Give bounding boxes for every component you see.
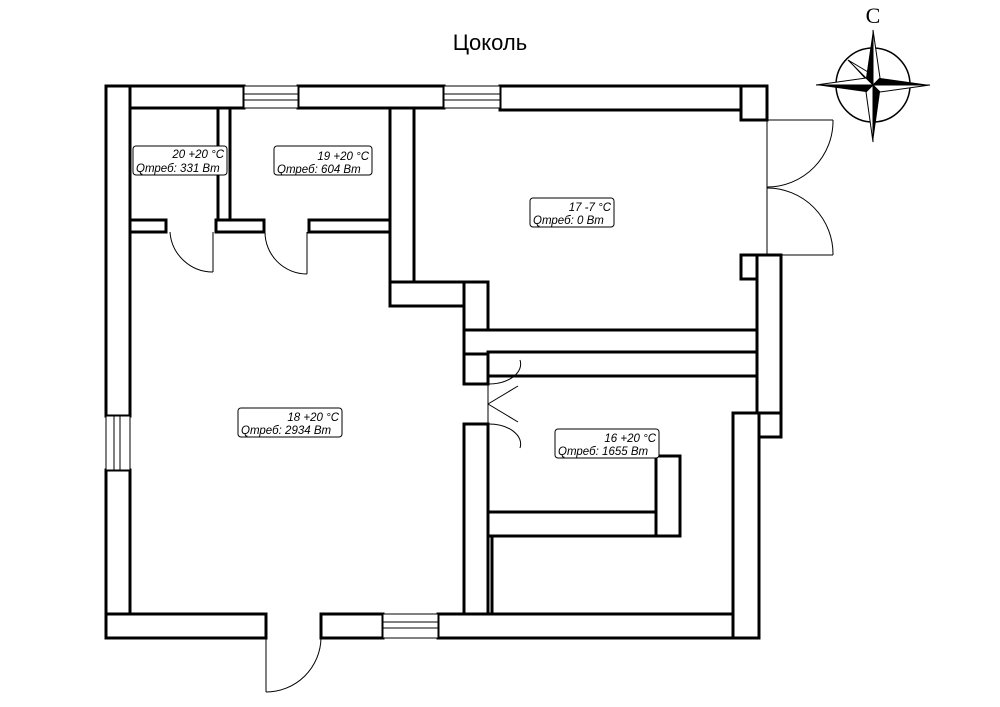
wall-segment <box>214 218 266 234</box>
wall-segment <box>498 84 769 112</box>
wall-segment <box>486 350 759 378</box>
wall-segment <box>462 422 490 616</box>
door-swing-arc <box>487 359 522 385</box>
door-swing-arc <box>264 231 308 275</box>
wall-segment <box>654 454 682 538</box>
wall-segment <box>755 253 783 439</box>
room-temp: 18 +20 °С <box>287 412 339 424</box>
window-symbol <box>443 85 501 109</box>
room-label-20: 20 +20 °С Qтреб: 331 Вт <box>132 145 228 176</box>
room-temp: 19 +20 °С <box>317 151 369 163</box>
window-symbol <box>105 415 131 471</box>
door-swing-arc <box>265 637 322 693</box>
room-heat-demand: Qтреб: 0 Вт <box>533 215 604 227</box>
wall-segment <box>307 218 392 234</box>
compass-icon: С <box>815 3 931 143</box>
wall-segment <box>486 510 682 538</box>
windows <box>105 85 501 639</box>
wall-segment <box>462 352 490 386</box>
door-swing-arc <box>487 423 522 449</box>
room-temp: 17 -7 °С <box>569 202 612 214</box>
door-swing-arc <box>766 187 834 256</box>
room-label-18: 18 +20 °С Qтреб: 2934 Вт <box>237 407 343 438</box>
room-heat-demand: Qтреб: 604 Вт <box>277 164 361 176</box>
wall-segment <box>739 84 769 122</box>
wall-segment <box>104 612 268 640</box>
room-label-19: 19 +20 °С Qтреб: 604 Вт <box>273 145 373 176</box>
wall-segment <box>462 328 759 356</box>
compass-north-label: С <box>866 3 881 28</box>
wall-segment <box>436 612 761 640</box>
wall-segment <box>319 612 385 640</box>
wall-segment <box>128 218 168 234</box>
room-heat-demand: Qтреб: 2934 Вт <box>241 425 331 437</box>
door-swing-arc <box>169 231 214 273</box>
room-label-16: 16 +20 °С Qтреб: 1655 Вт <box>554 428 660 459</box>
floor-title: Цоколь <box>453 30 527 55</box>
wall-segment <box>486 534 494 616</box>
room-temp: 20 +20 °С <box>171 149 224 161</box>
window-symbol <box>243 85 299 109</box>
window-symbol <box>382 613 439 639</box>
room-heat-demand: Qтреб: 331 Вт <box>136 163 220 175</box>
wall-segment <box>296 84 446 110</box>
wall-segment <box>104 84 132 418</box>
wall-segment <box>388 106 416 308</box>
room-heat-demand: Qтреб: 1655 Вт <box>558 446 648 458</box>
wall-segment <box>731 411 761 640</box>
doors <box>169 119 834 693</box>
door-swing-arc <box>766 119 834 188</box>
room-label-17: 17 -7 °С Qтреб: 0 Вт <box>529 197 615 228</box>
room-temp: 16 +20 °С <box>604 433 656 445</box>
